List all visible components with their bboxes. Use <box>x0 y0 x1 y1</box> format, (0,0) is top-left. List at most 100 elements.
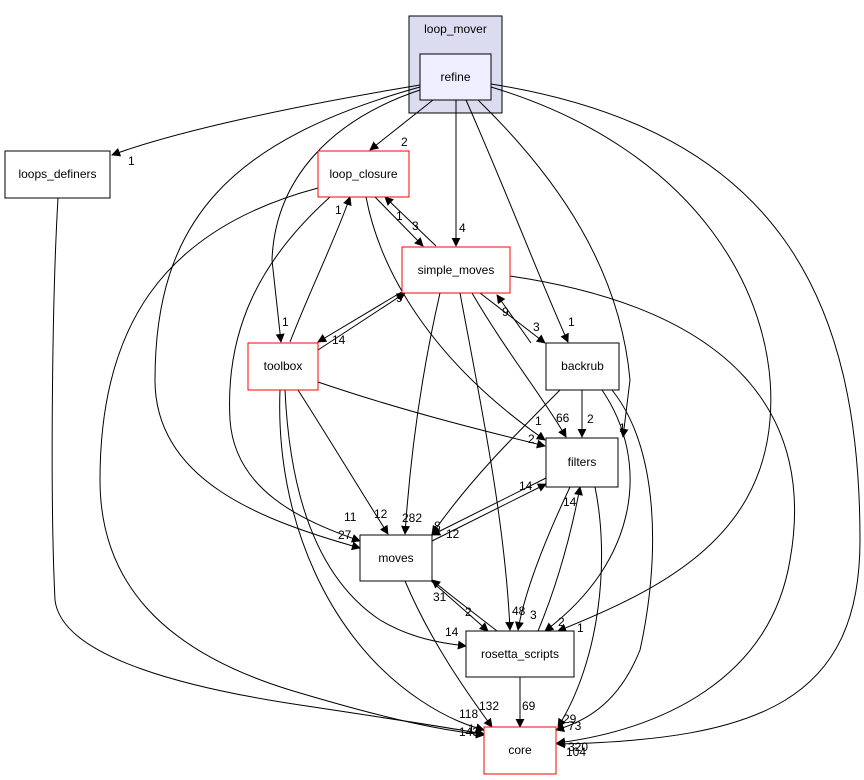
edge-toolbox-rosetta-scripts <box>284 389 467 650</box>
edge-label: 1 <box>535 414 542 428</box>
edge-label: 3 <box>412 219 419 233</box>
edge-label: 12 <box>446 527 460 541</box>
edge-filters-core <box>557 486 603 728</box>
edge-filters-moves <box>431 477 547 536</box>
node-backrub[interactable]: backrub <box>545 342 620 391</box>
edge-moves-filters <box>431 483 547 542</box>
edge-simple-moves-backrub <box>479 292 546 344</box>
edge-label: 2 <box>558 615 565 629</box>
edge-label: 3 <box>533 320 540 334</box>
edge-backrub-core <box>555 389 654 733</box>
node-filters[interactable]: filters <box>545 437 619 488</box>
edge-label: 1 <box>577 621 584 635</box>
edge-toolbox-loop-closure <box>289 196 352 343</box>
edge-loop-closure-core <box>99 187 485 739</box>
edge-label: 69 <box>522 699 536 713</box>
edge-backrub-rosetta-scripts <box>544 389 631 632</box>
node-label: toolbox <box>264 359 303 373</box>
edge-refine-loops-definers <box>111 84 421 157</box>
edge-refine-backrub <box>465 99 569 343</box>
edge-rosetta-scripts-filters <box>537 486 583 632</box>
edge-label: 14 <box>519 479 533 493</box>
edge-label: 2 <box>401 135 408 149</box>
edge-backrub-moves <box>431 389 561 535</box>
edge-label: 118 <box>459 707 478 721</box>
node-label: backrub <box>561 359 604 373</box>
edge-label: 1 <box>619 421 626 435</box>
node-label: loops_definers <box>18 167 96 181</box>
node-toolbox[interactable]: toolbox <box>247 342 319 391</box>
edge-label: 2 <box>528 432 535 446</box>
edge-backrub-simple-moves <box>496 294 532 344</box>
edge-loop-closure-filters <box>365 196 546 441</box>
edge-label: 282 <box>402 511 422 525</box>
node-label: refine <box>440 70 470 84</box>
edge-label: 9 <box>396 291 403 305</box>
edge-moves-rosetta-scripts <box>429 579 489 632</box>
edge-label: 1 <box>468 722 475 736</box>
edge-label: 66 <box>556 411 570 425</box>
edge-label: 4 <box>459 221 466 235</box>
edge-filters-rosetta-scripts <box>514 486 571 631</box>
node-label: filters <box>568 455 597 469</box>
edge-simple-moves-toolbox <box>317 289 406 343</box>
edge-refine-toolbox <box>271 89 421 343</box>
edge-toolbox-moves <box>297 389 389 535</box>
node-core[interactable]: core <box>483 726 557 775</box>
edge-label: 11 <box>344 510 357 524</box>
edge-label: 132 <box>479 699 499 713</box>
edge-simple-moves-core <box>509 275 796 747</box>
cluster-label: loop_mover <box>424 22 487 36</box>
edge-simple-moves-moves <box>401 292 441 535</box>
node-label: rosetta_scripts <box>481 647 559 661</box>
edge-label: 1 <box>282 315 289 329</box>
edge-label: 104 <box>566 745 586 759</box>
node-label: simple_moves <box>418 263 495 277</box>
edge-loop-closure-moves <box>229 196 361 543</box>
edge-label: 2 <box>587 412 594 426</box>
edge-label: 3 <box>530 608 537 622</box>
edge-toolbox-simple-moves <box>317 292 406 351</box>
edge-label: 320 <box>568 740 588 754</box>
edge-label: 1 <box>568 315 575 329</box>
edge-simple-moves-filters <box>471 292 567 438</box>
edge-label: 143 <box>459 725 479 739</box>
edge-label: 9 <box>502 305 509 319</box>
nodes: refine loops_definers loop_closure simpl… <box>4 53 620 775</box>
edge-label: 14 <box>563 495 577 509</box>
edge-label: 12 <box>374 507 388 521</box>
edge-label: 1 <box>128 154 135 168</box>
edge-toolbox-filters <box>317 381 546 449</box>
edge-refine-filters <box>477 99 631 438</box>
edge-label: 1 <box>396 209 403 223</box>
node-refine[interactable]: refine <box>419 53 492 101</box>
node-label: core <box>508 743 532 757</box>
edge-simple-moves-rosetta-scripts <box>459 292 515 631</box>
node-loops-definers[interactable]: loops_definers <box>4 150 111 199</box>
edge-label: 31 <box>433 590 447 604</box>
node-label: moves <box>378 551 413 565</box>
node-rosetta-scripts[interactable]: rosetta_scripts <box>465 630 575 678</box>
edge-loops-definers-core <box>51 197 485 738</box>
node-label: loop_closure <box>329 167 397 181</box>
edge-simple-moves-loop-closure <box>384 196 437 247</box>
edge-label: 14 <box>445 625 459 639</box>
edge-refine-rosetta-scripts <box>490 86 772 633</box>
node-loop-closure[interactable]: loop_closure <box>317 150 410 198</box>
edge-label: 29 <box>563 712 577 726</box>
edge-labels: 1 2 4 1 1 1 27 1 104 3 1 1 11 2 143 14 9… <box>128 135 626 759</box>
node-moves[interactable]: moves <box>359 534 433 582</box>
edge-label: 73 <box>568 719 582 733</box>
node-simple-moves[interactable]: simple_moves <box>401 246 511 294</box>
edge-toolbox-core <box>279 389 485 733</box>
edge-refine-loop-closure <box>369 99 434 151</box>
edge-label: 2 <box>465 605 472 619</box>
edge-refine-moves <box>154 86 421 551</box>
edge-label: 48 <box>512 604 526 618</box>
edge-refine-core <box>490 83 861 749</box>
edge-label: 14 <box>332 333 346 347</box>
edge-rosetta-scripts-moves <box>431 579 498 632</box>
edge-label: 1 <box>335 203 342 217</box>
edges <box>51 83 861 749</box>
